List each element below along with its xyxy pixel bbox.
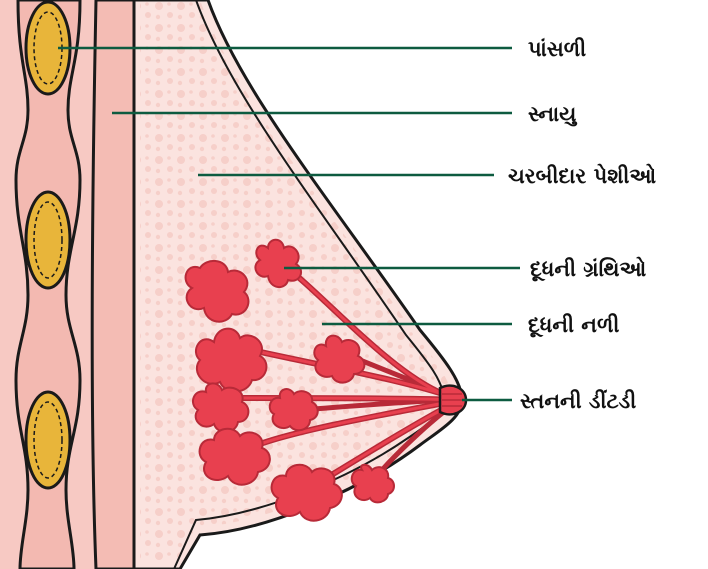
muscle-layer — [92, 0, 134, 569]
label-milk-glands: દૂધની ગ્રંથિઓ — [530, 256, 646, 282]
label-nipple: સ્તનની ડીંટડી — [520, 389, 636, 413]
label-rib: પાંસળી — [528, 37, 586, 61]
label-milk-duct: દૂધની નળી — [528, 313, 619, 338]
label-fatty-tissue: ચરબીદાર પેશીઓ — [508, 163, 656, 188]
rib-3 — [26, 392, 70, 488]
label-muscle: સ્નાયુ — [528, 102, 577, 127]
rib-2 — [26, 192, 70, 288]
